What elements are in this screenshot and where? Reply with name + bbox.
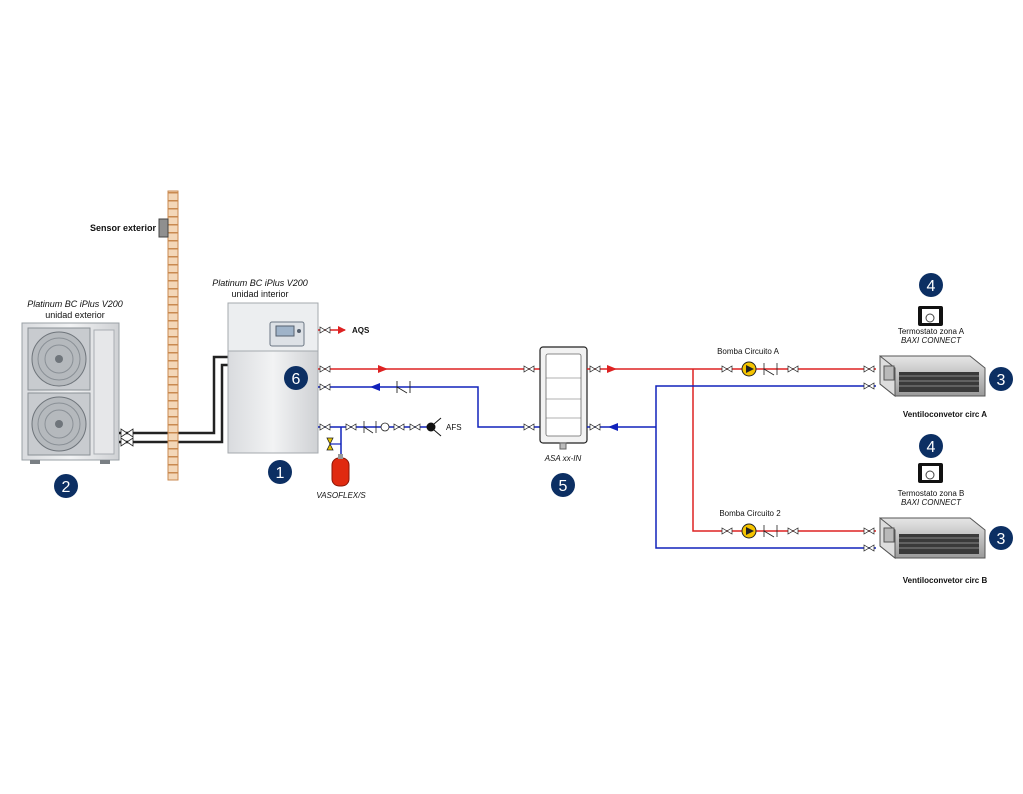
sensor-exterior-label: Sensor exterior (90, 223, 157, 233)
aqs-line (318, 326, 346, 334)
isolation-valve-icon (120, 428, 134, 447)
indoor-unit-sub-label: unidad interior (231, 289, 288, 299)
pump-2-label: Bomba Circuito 2 (719, 509, 781, 518)
outdoor-unit: Platinum BC iPlus V200 unidad exterior (21, 299, 123, 464)
vasoflex-label: VASOFLEX/S (316, 491, 366, 500)
afs-label: AFS (446, 423, 462, 432)
outdoor-sensor (158, 218, 169, 238)
thermostat-icon (918, 463, 943, 483)
fancoil-b-label: Ventiloconvetor circ B (903, 576, 988, 585)
check-valve-icon (396, 381, 411, 394)
thermostat-b-brand: BAXI CONNECT (901, 498, 962, 507)
badge-indoor-unit: 1 (268, 460, 292, 484)
thermostat-a-brand: BAXI CONNECT (901, 336, 962, 345)
primary-supply-line (318, 365, 540, 373)
circulator-pump-icon (721, 361, 875, 390)
svg-text:5: 5 (559, 478, 568, 495)
expansion-vessel-branch (326, 427, 350, 487)
svg-text:3: 3 (997, 372, 1006, 389)
primary-return-line (318, 381, 540, 431)
safety-valve (326, 437, 341, 451)
aqs-label: AQS (352, 326, 370, 335)
badge-fancoil-b: 3 (989, 526, 1013, 550)
tank-label: ASA xx-IN (544, 454, 582, 463)
svg-text:1: 1 (276, 465, 285, 482)
secondary-return-line (587, 385, 876, 549)
badge-tank: 5 (551, 473, 575, 497)
fan-coil-unit-icon (879, 354, 986, 398)
circulator-pump-icon (721, 523, 875, 552)
svg-text:4: 4 (927, 439, 936, 456)
badge-thermostat-b: 4 (919, 434, 943, 458)
secondary-supply-line (587, 365, 876, 532)
svg-text:6: 6 (292, 371, 301, 388)
svg-text:2: 2 (62, 479, 71, 496)
fancoil-a-label: Ventiloconvetor circ A (903, 410, 987, 419)
svg-text:3: 3 (997, 531, 1006, 548)
outdoor-unit-sub-label: unidad exterior (45, 310, 105, 320)
badge-outdoor-unit: 2 (54, 474, 78, 498)
pump-a-label: Bomba Circuito A (717, 347, 779, 356)
afs-line (318, 417, 442, 437)
badge-fancoil-a: 3 (989, 367, 1013, 391)
badge-thermostat-a: 4 (919, 273, 943, 297)
indoor-unit-model-label: Platinum BC iPlus V200 (212, 278, 308, 288)
buffer-tank (539, 346, 588, 450)
expansion-vessel-icon (331, 454, 350, 487)
thermostat-b-title: Termostato zona B (898, 489, 965, 498)
thermostat-a-title: Termostato zona A (898, 327, 965, 336)
badge-controller: 6 (284, 366, 308, 390)
fan-coil-unit-icon (879, 516, 986, 560)
thermostat-icon (918, 306, 943, 326)
heat-pump-outdoor-unit-icon (21, 322, 120, 464)
building-wall (167, 190, 179, 481)
outdoor-unit-model-label: Platinum BC iPlus V200 (27, 299, 123, 309)
svg-text:4: 4 (927, 278, 936, 295)
